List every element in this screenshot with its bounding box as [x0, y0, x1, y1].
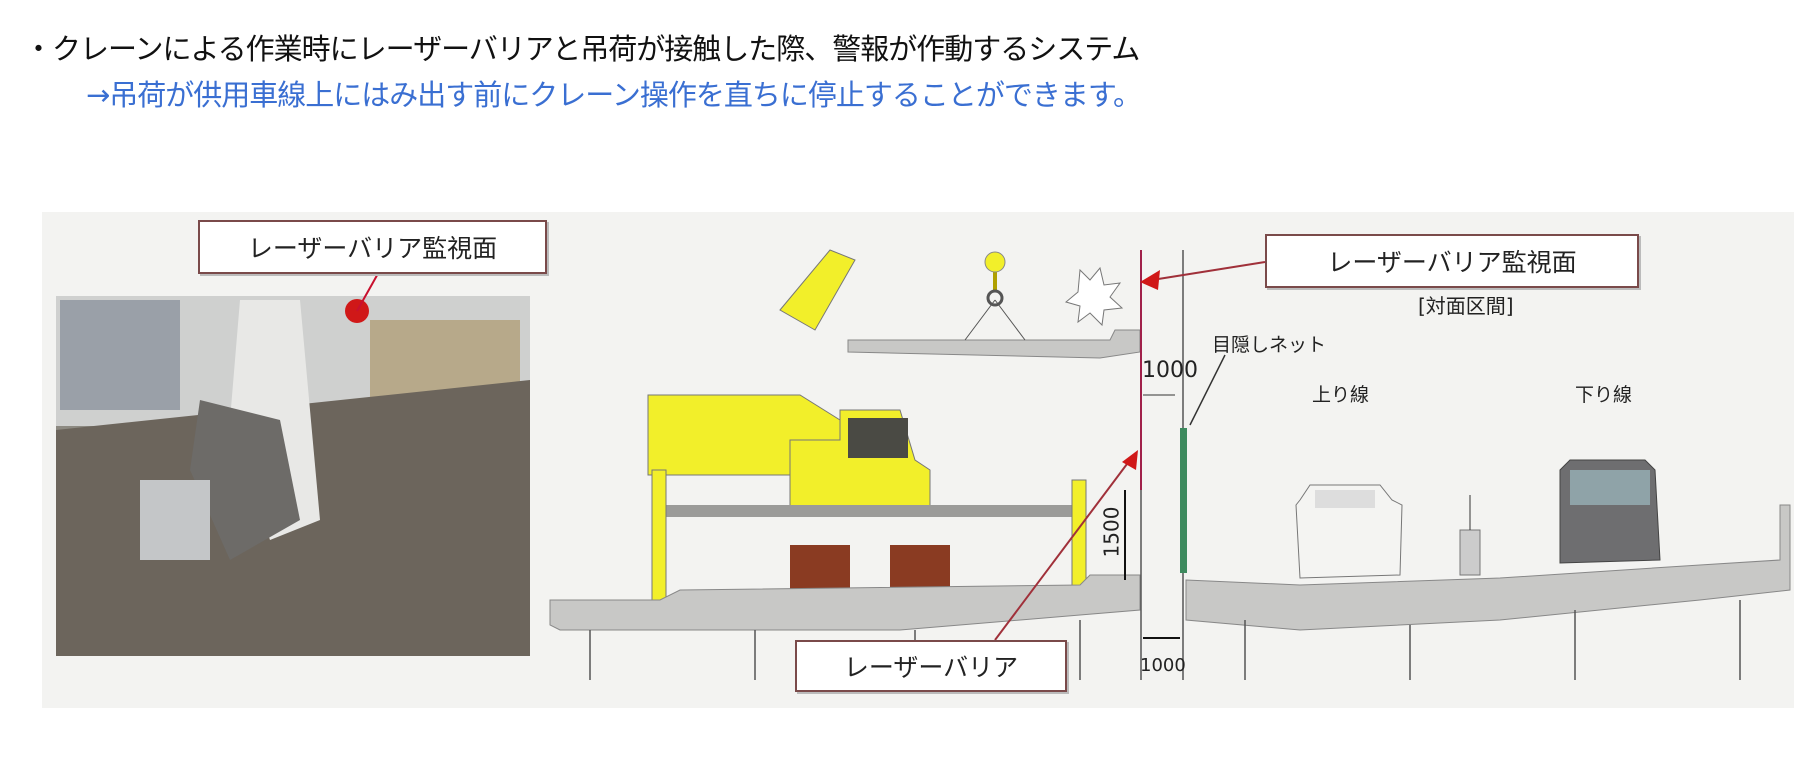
result-description: →吊荷が供用車線上にはみ出す前にクレーン操作を直ちに停止することができます。: [86, 78, 1142, 112]
dimension-height: 1500: [1099, 506, 1124, 558]
section-label: [対面区間]: [1418, 294, 1514, 318]
bullet-description: ・クレーンによる作業時にレーザーバリアと吊荷が接触した際、警報が作動するシステム: [24, 32, 1140, 66]
down-lane-label: 下り線: [1575, 384, 1633, 406]
car-up-lane: [1295, 484, 1403, 579]
up-lane-label: 上り線: [1312, 384, 1370, 406]
screen-net: [1180, 428, 1187, 573]
dimension-top: 1000: [1142, 358, 1198, 383]
monitor-surface-label: レーザーバリア監視面: [1265, 234, 1639, 288]
collision-burst-icon: [1064, 266, 1124, 327]
car-down-lane: [1559, 459, 1661, 564]
site-photo: [56, 269, 530, 656]
dimension-bottom: 1000: [1140, 655, 1186, 676]
crane-hook: [964, 251, 1026, 341]
screen-net-label: 目隠しネット: [1212, 334, 1327, 356]
laser-barrier-label: レーザーバリア: [795, 640, 1067, 692]
crane: [647, 249, 1087, 606]
photo-monitor-label: レーザーバリア監視面: [198, 220, 547, 274]
